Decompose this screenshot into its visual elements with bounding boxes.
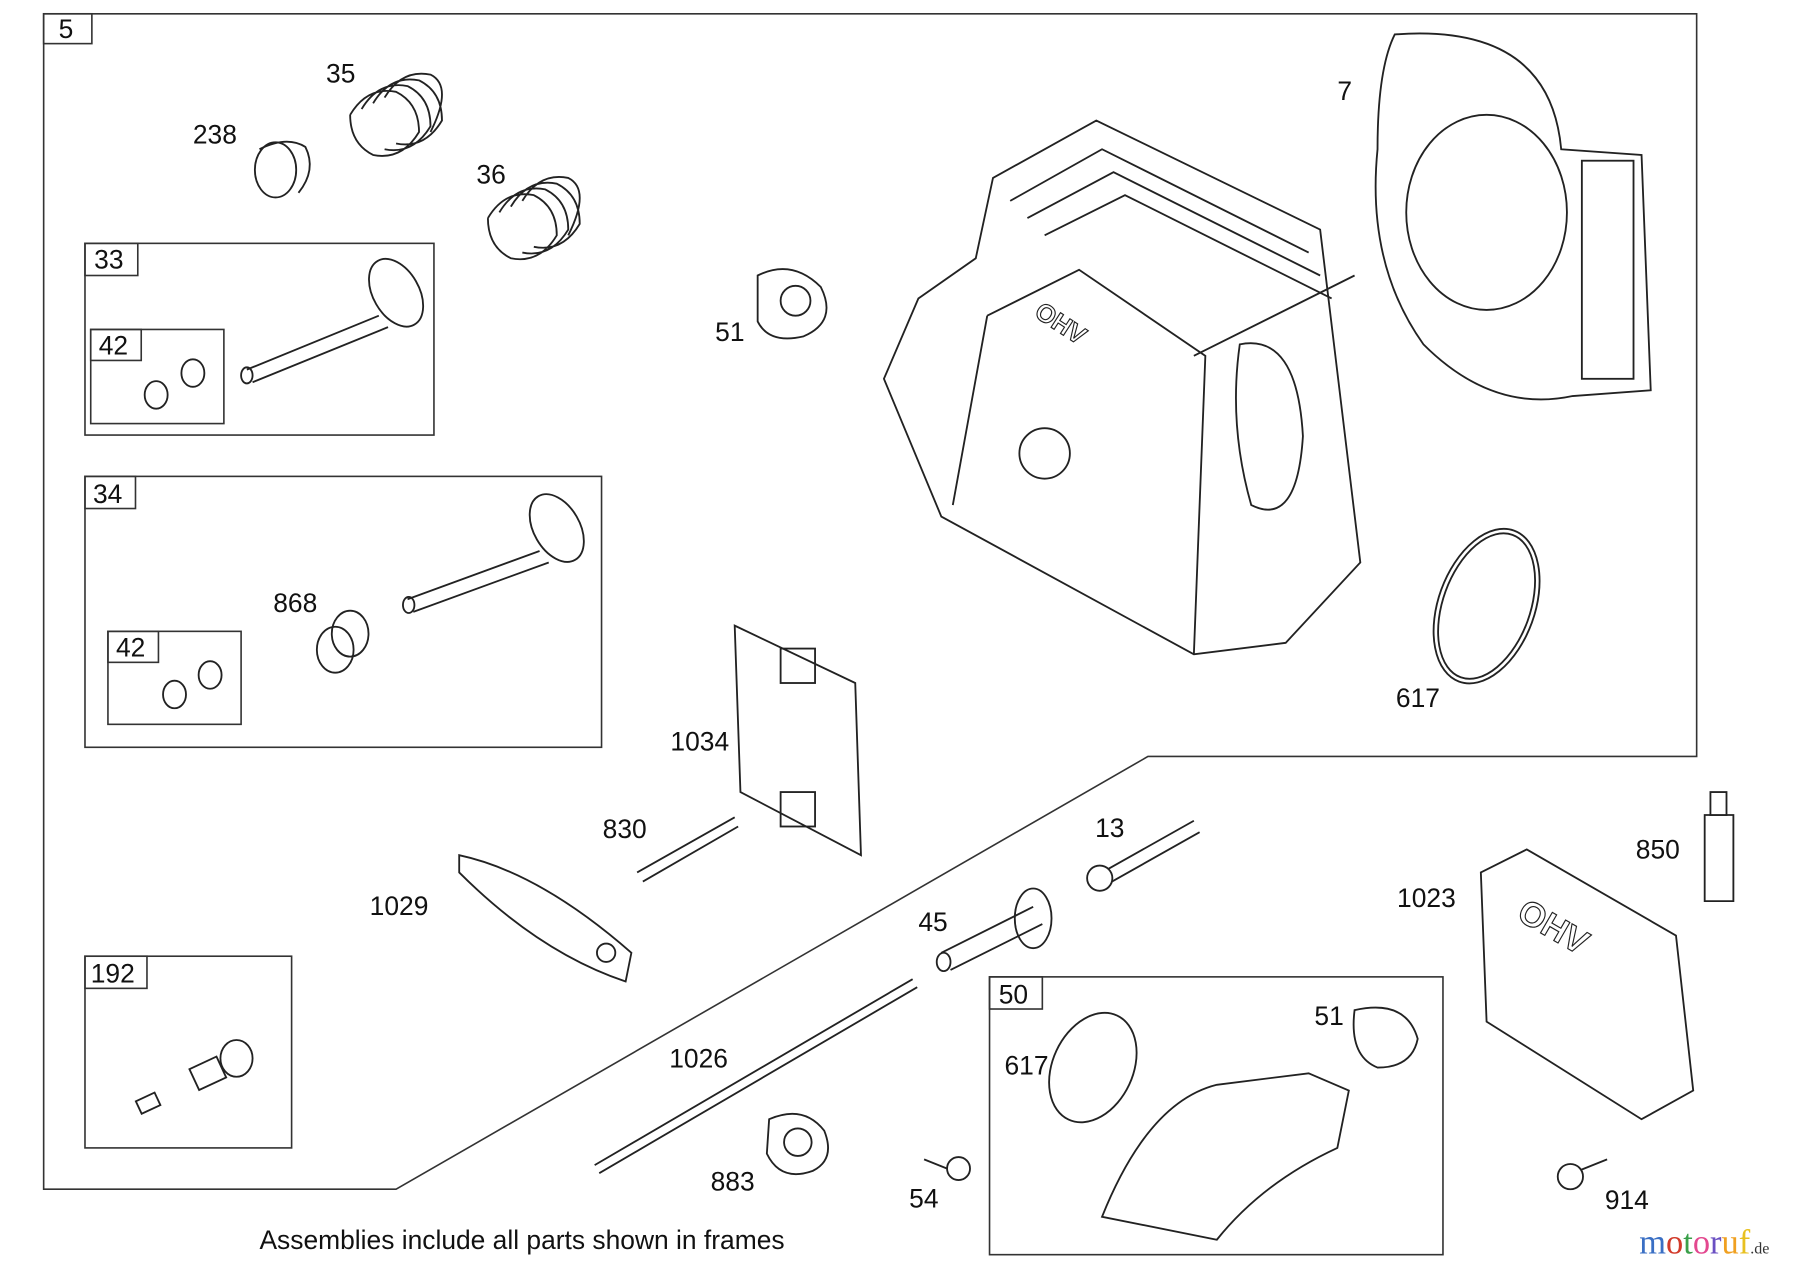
callout-45: 45 [918,907,947,937]
frame-5-border [42,12,1698,1191]
part-50-intake [1048,1006,1419,1241]
frame-34-border [84,475,603,749]
part-33-valve [240,257,425,385]
part-850-sealant [1703,791,1735,903]
part-914-screw [1556,1158,1608,1191]
callout-36: 36 [476,160,505,190]
frame-34-label: 34 [93,479,122,509]
frame-50-border [988,976,1444,1256]
part-192-fitting [134,1039,254,1115]
frame-42b-border [107,630,242,726]
callout-51: 51 [715,317,744,347]
part-cylinder-head: OHV [882,119,1362,656]
frame-50-label: 50 [999,979,1028,1009]
frame-5-tag: 5 [42,12,93,45]
callout-1026: 1026 [669,1044,728,1074]
callout-50-617: 617 [1004,1050,1048,1080]
callout-35: 35 [326,59,355,89]
part-45-guide [935,887,1053,973]
frame-33-border [84,242,435,436]
callout-830: 830 [603,814,647,844]
svg-text:motoruf.de: motoruf.de [1639,1224,1769,1262]
callout-54: 54 [909,1184,938,1214]
part-35-spring [349,72,443,157]
part-617-oring [1432,527,1541,685]
part-1034-gasket [733,624,862,857]
frame-192-label: 192 [91,959,135,989]
part-51-gasket [756,268,828,340]
callout-1023: 1023 [1397,883,1456,913]
callout-617: 617 [1396,683,1440,713]
frame-42b-label: 42 [116,633,145,663]
part-7-head-gasket [1374,32,1652,401]
part-830-stud [636,816,739,883]
callout-50-51: 51 [1314,1001,1343,1031]
part-1026-pushrod [594,978,918,1174]
part-42-keepers [143,358,223,710]
callout-1034: 1034 [670,727,729,757]
part-883-gasket [765,1112,829,1176]
callout-7: 7 [1337,76,1352,106]
part-54-screw [923,1156,971,1181]
part-34-valve [402,493,585,614]
part-13-bolt [1086,819,1201,892]
frame-5-label: 5 [59,14,74,44]
part-36-spring [486,176,581,261]
frame-42a-label: 42 [99,331,128,361]
frame-42a-border [89,328,225,425]
part-238-valve-cap [253,140,311,199]
callout-13: 13 [1095,813,1124,843]
callout-883: 883 [711,1166,755,1196]
footer-note: Assemblies include all parts shown in fr… [259,1225,784,1255]
callout-914: 914 [1605,1185,1649,1215]
part-1029-rocker [458,854,633,983]
part-1023-valve-cover: OHV [1479,848,1695,1121]
frame-192-border [84,955,293,1149]
watermark-logo: motoruf.de [1639,1224,1769,1262]
frame-33-label: 33 [94,245,123,275]
callout-1029: 1029 [370,891,429,921]
part-868-seal [315,609,370,674]
callout-850: 850 [1636,835,1680,865]
callout-238: 238 [193,119,237,149]
callout-868: 868 [273,588,317,618]
